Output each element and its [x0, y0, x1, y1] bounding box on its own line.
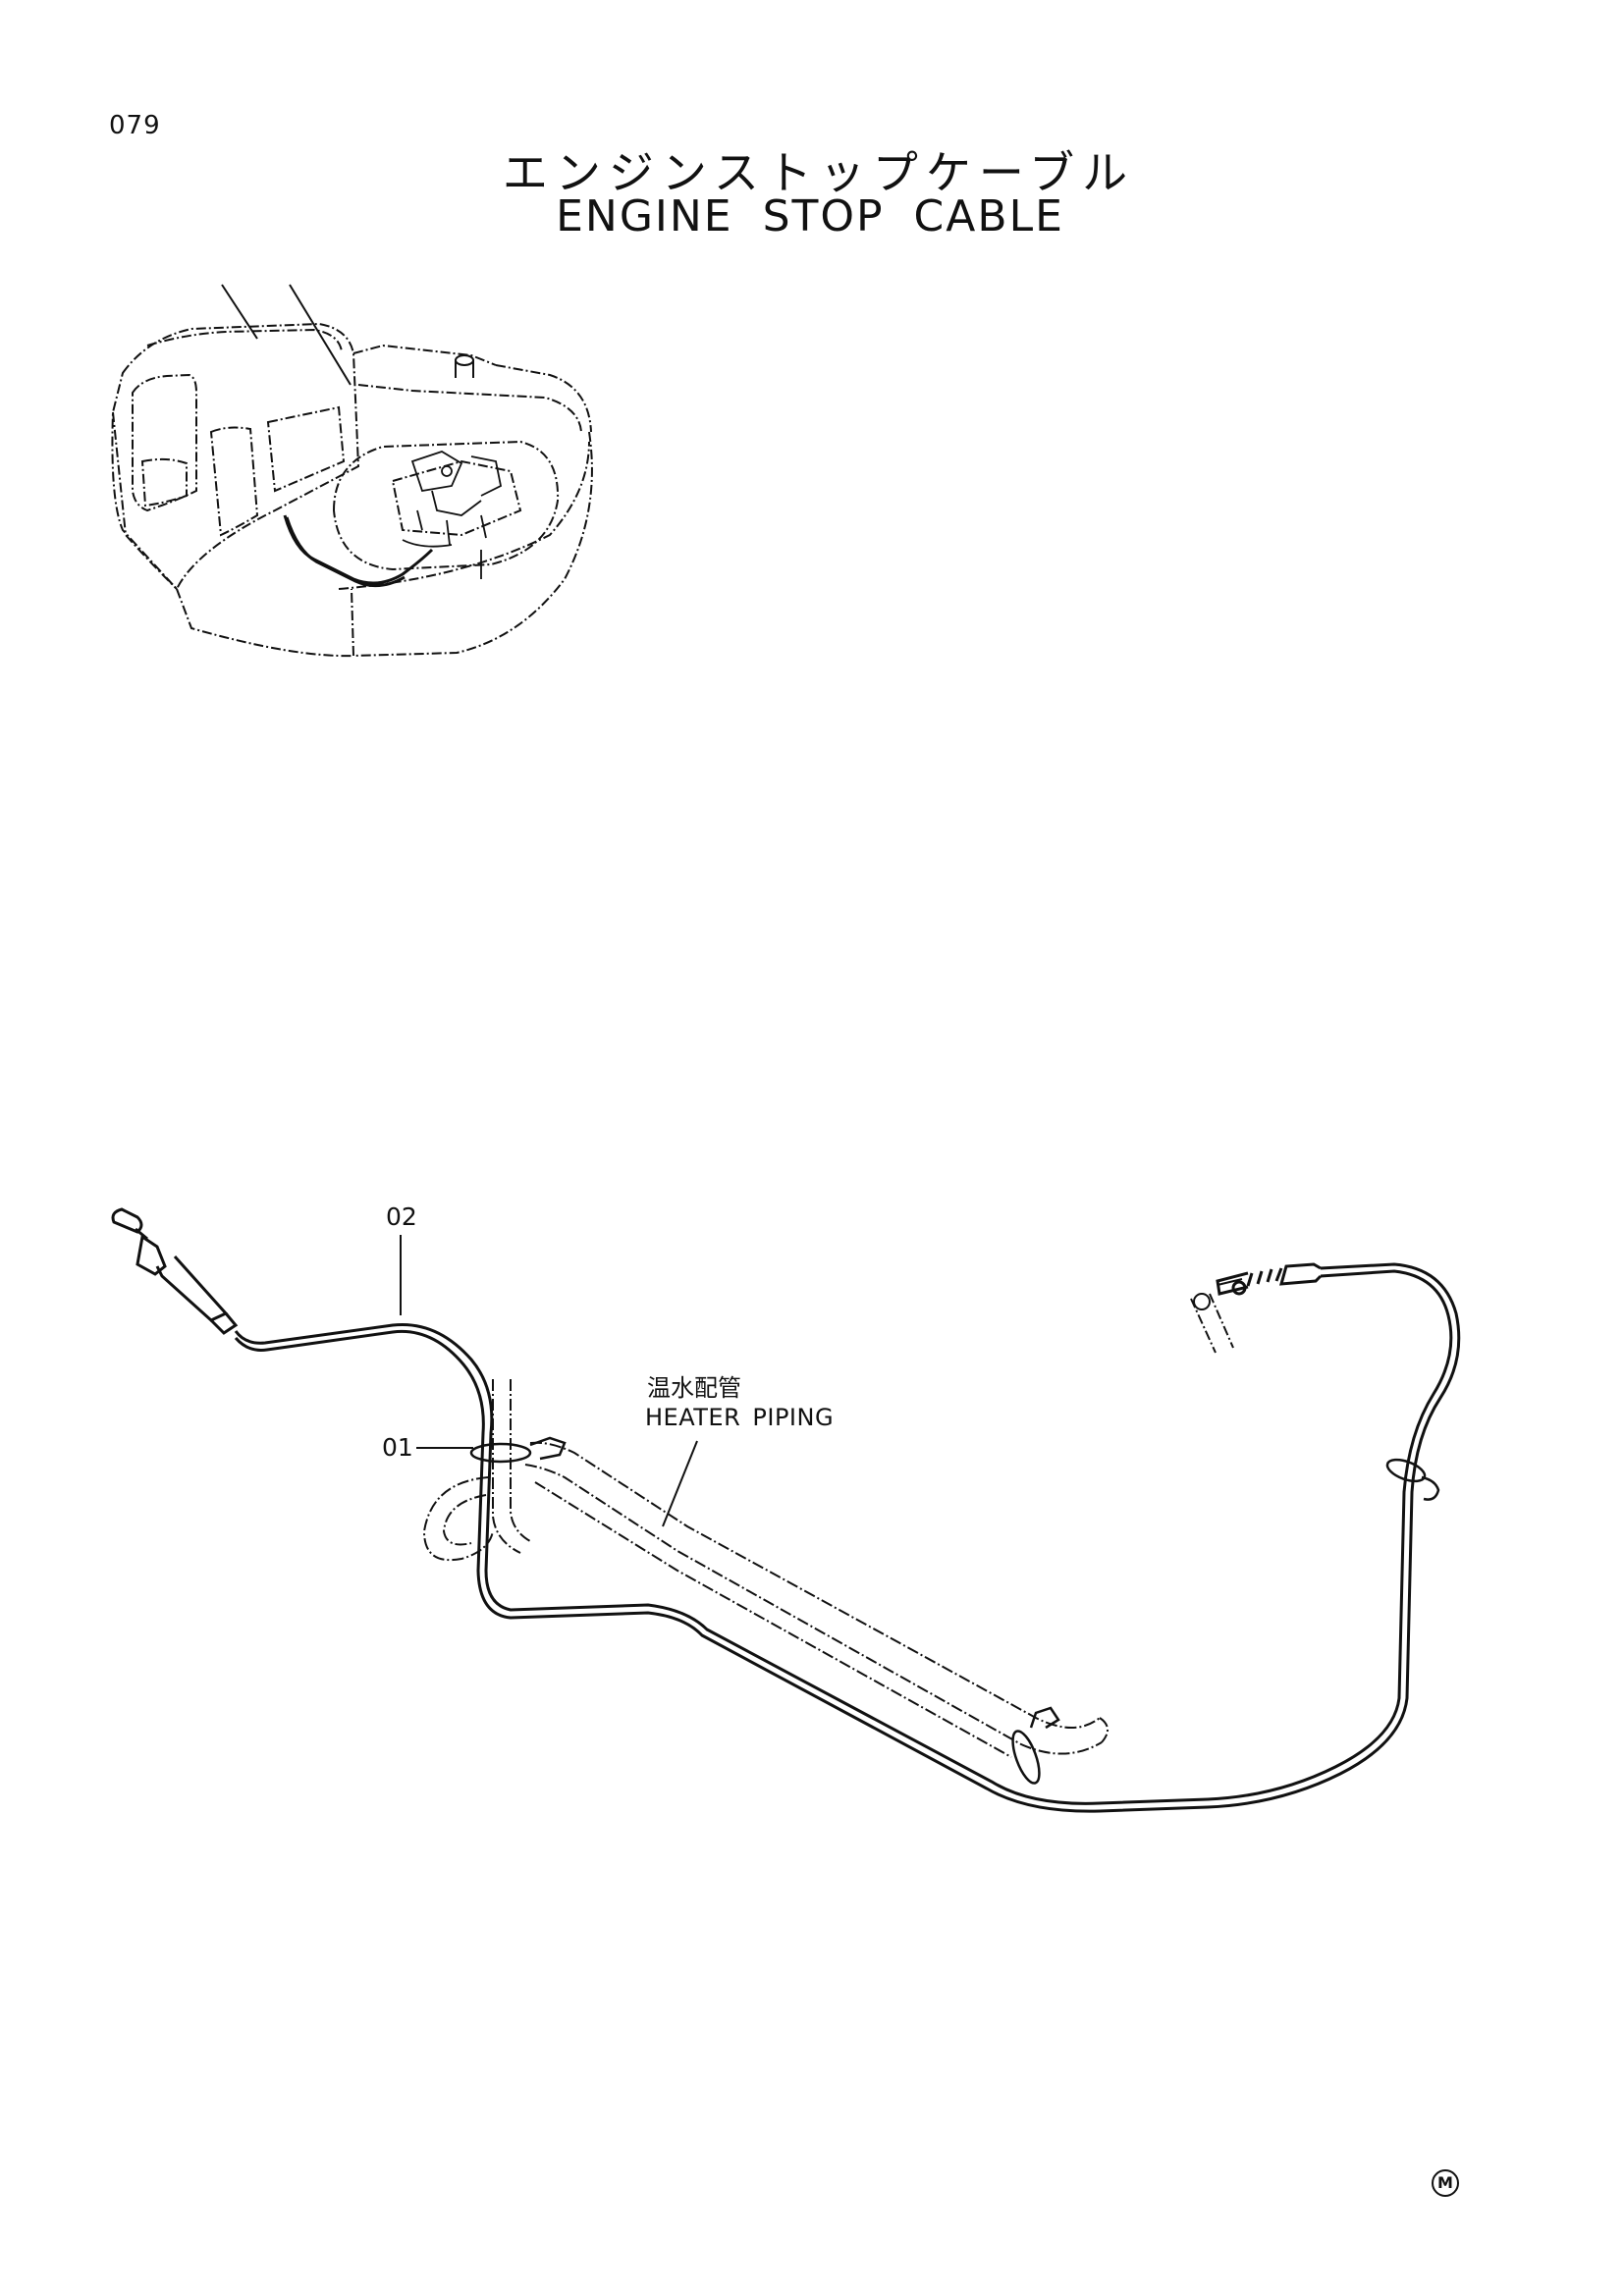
excavator-overview-illustration: [111, 284, 593, 658]
heater-piping: [422, 1379, 1109, 1758]
circled-m-mark: M: [1432, 2169, 1459, 2197]
heater-piping-label-english: HEATER PIPING: [645, 1404, 835, 1431]
cable-clamps: [469, 1436, 1440, 1785]
page-number: 079: [109, 111, 161, 140]
callout-part-02: 02: [386, 1202, 417, 1231]
stop-lever: [1190, 1293, 1234, 1354]
heater-piping-label-japanese: 温水配管: [647, 1374, 741, 1402]
page-title-japanese: エンジンストップケーブル: [502, 146, 1136, 199]
leader-lines: [400, 1235, 698, 1527]
engine-stop-cable: [111, 1207, 1461, 1813]
overview-engine-detail: [402, 451, 503, 579]
callout-part-01: 01: [382, 1433, 413, 1462]
page-title-english: ENGINE STOP CABLE: [556, 191, 1064, 241]
overview-cable-route: [283, 514, 434, 588]
